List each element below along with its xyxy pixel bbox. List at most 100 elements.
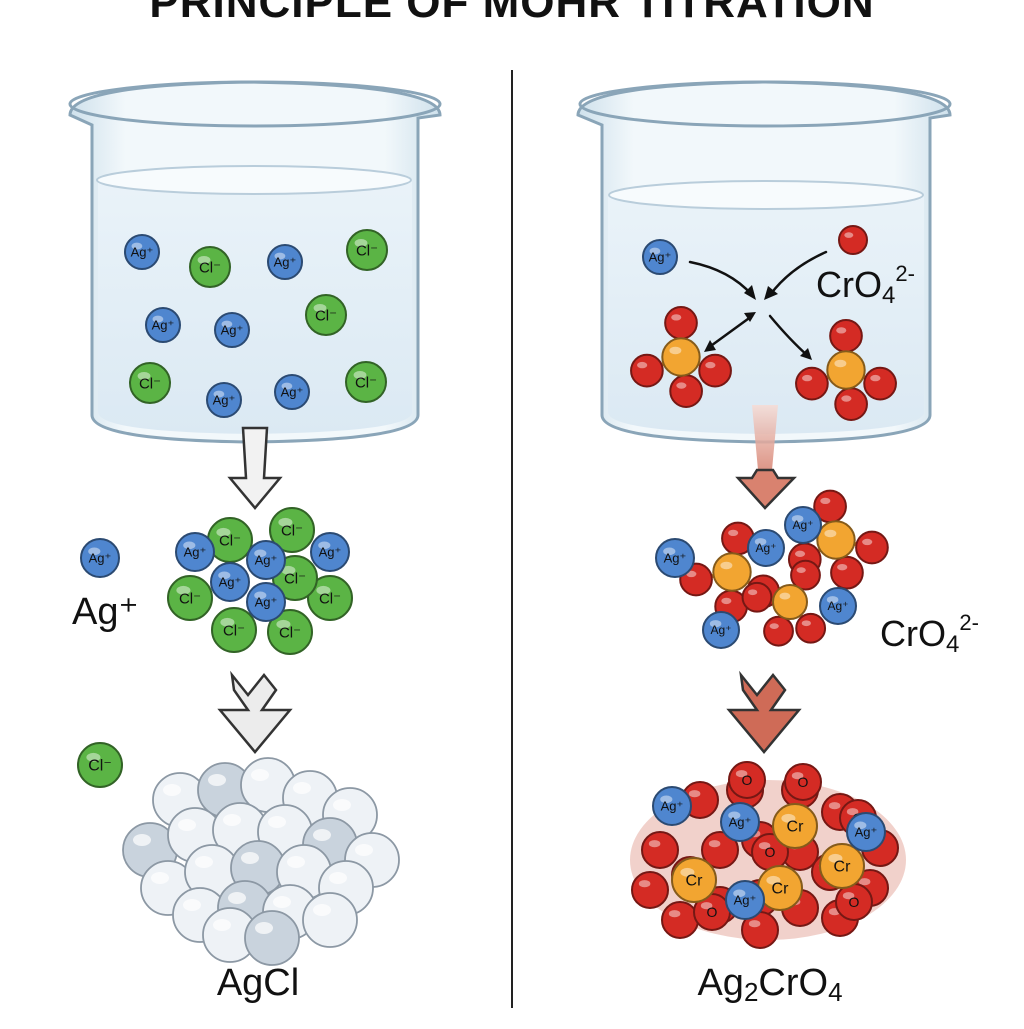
silver-ion: Ag⁺	[702, 611, 740, 649]
left-arrow-2	[217, 670, 293, 754]
oxygen-atom	[838, 225, 868, 255]
silver-ion-label: Ag⁺	[792, 518, 813, 532]
silver-ion-label: Ag⁺	[734, 893, 757, 908]
silver-ion-label: Ag⁺	[827, 599, 848, 613]
chloride-ion-label: Cl⁻	[179, 590, 201, 607]
oxygen-atom	[830, 555, 864, 590]
silver-ion-label: Ag⁺	[755, 541, 776, 555]
silver-ion-label: Ag⁺	[184, 545, 207, 560]
oxygen-atom-label: O	[849, 894, 860, 910]
oxygen-atom	[763, 615, 794, 647]
chromium-atom: Cr	[772, 803, 818, 849]
silver-ion-label: Ag⁺	[710, 623, 731, 637]
silver-ion: Ag⁺	[819, 587, 857, 625]
silver-chromate-cluster: Ag⁺ Ag⁺ Ag⁺ Ag⁺ Ag⁺	[655, 489, 889, 649]
oxygen-atom-label: O	[742, 772, 753, 788]
silver-ion-label: Ag⁺	[213, 393, 236, 408]
chromium-atom	[826, 350, 866, 390]
chloride-ion: Cl⁻	[305, 294, 347, 336]
silver-ion: Ag⁺	[310, 532, 350, 572]
chromium-atom	[712, 552, 752, 592]
silver-ion: Ag⁺	[747, 529, 785, 567]
right-arrow-1	[735, 468, 797, 510]
silver-ion-label: Ag⁺	[661, 799, 684, 814]
oxygen-atom	[855, 530, 889, 565]
reaction-arrows	[688, 250, 828, 358]
oxygen-atom	[863, 366, 897, 401]
silver-ion: Ag⁺	[720, 802, 760, 842]
chloride-ion-label: Cl⁻	[281, 522, 303, 539]
silver-ion: Ag⁺	[267, 244, 303, 280]
ag2cro4-label: Ag2CrO4	[697, 962, 842, 1007]
agcl-particle	[184, 844, 240, 900]
chromium-atom: Cr	[671, 857, 717, 903]
silver-ion: Ag⁺	[784, 506, 822, 544]
beaker-chromate-label: CrO42-	[816, 261, 915, 309]
chromate-groups	[630, 225, 897, 421]
silver-ion-label: Ag⁺	[729, 815, 752, 830]
silver-ion: Ag⁺	[175, 532, 215, 572]
silver-ion-label: Ag⁺	[131, 245, 154, 260]
oxygen-atom	[630, 353, 664, 388]
silver-ion-label: Ag⁺	[319, 545, 342, 560]
chloride-ion-label: Cl⁻	[199, 259, 221, 276]
arrowhead-from-chromate	[764, 286, 778, 300]
chloride-ion-label: Cl⁻	[139, 375, 161, 392]
flow-arrows	[217, 426, 802, 754]
arrow-from-chromate	[768, 250, 828, 297]
chloride-ion-label: Cl⁻	[219, 532, 241, 549]
oxygen-atom	[741, 581, 773, 613]
agcl-label: AgCl	[217, 962, 299, 1004]
oxygen-atom	[795, 366, 829, 401]
agcl-precipitate	[122, 757, 400, 966]
ion-spheres: Ag⁺Cl⁻Ag⁺Cl⁻Ag⁺Ag⁺Cl⁻Cl⁻Ag⁺Ag⁺Cl⁻Ag⁺Cl⁻C…	[77, 229, 889, 788]
oxygen-atom	[698, 353, 732, 388]
silver-ion-label: Ag⁺	[152, 318, 175, 333]
oxygen-atom	[829, 319, 863, 353]
chloride-ion: Cl⁻	[129, 362, 171, 404]
oxygen-atom	[669, 374, 703, 408]
chloride-ion-label: Cl⁻	[319, 590, 341, 607]
silver-ion-label: Ag⁺	[664, 551, 687, 566]
silver-ion: Ag⁺	[642, 239, 678, 275]
silver-ion: Ag⁺	[846, 812, 886, 852]
oxygen-atom	[795, 612, 827, 644]
right-arrow-2	[726, 670, 802, 754]
chloride-ion: Cl⁻	[346, 229, 388, 271]
diagram-title: PRINCIPLE OF MOHR TITRATION	[149, 0, 875, 27]
oxygen-atom-label: O	[798, 774, 809, 790]
silver-ion: Ag⁺	[246, 540, 286, 580]
chromate-ion	[795, 319, 897, 421]
oxygen-atom: O	[835, 883, 873, 921]
silver-ion-label: Ag⁺	[221, 323, 244, 338]
silver-ion: Ag⁺	[80, 538, 120, 578]
silver-ion: Ag⁺	[145, 307, 181, 343]
chloride-ion: Cl⁻	[77, 742, 123, 788]
oxygen-atom	[664, 306, 698, 340]
silver-ion-label: Ag⁺	[855, 825, 878, 840]
oxygen-atom	[701, 831, 739, 869]
oxygen-atom	[790, 559, 821, 591]
silver-ion-label: Ag⁺	[255, 553, 278, 568]
chromium-atom-label: Cr	[686, 873, 704, 890]
chromium-atom: Cr	[819, 843, 865, 889]
oxygen-atom: O	[784, 763, 822, 801]
left-arrow-1	[227, 426, 283, 510]
silver-ion-label: Ag⁺	[255, 595, 278, 610]
oxygen-atom	[641, 831, 679, 869]
chloride-ion-label: Cl⁻	[284, 570, 306, 587]
silver-ion-label: Ag⁺	[274, 255, 297, 270]
silver-ion: Ag⁺	[274, 374, 310, 410]
oxygen-atom	[631, 871, 669, 909]
precipitate-stream	[752, 405, 778, 470]
oxygen-atom	[661, 901, 699, 939]
chromium-atom-label: Cr	[834, 859, 852, 876]
oxygen-atom: O	[728, 761, 766, 799]
ag2cro4-precipitate: OOOOOOCrCrCrCrAg⁺Ag⁺Ag⁺Ag⁺	[630, 761, 906, 949]
chloride-ion-label: Cl⁻	[279, 624, 301, 641]
oxygen-atom	[834, 387, 868, 421]
silver-ion: Ag⁺	[652, 786, 692, 826]
chloride-ion-label: Cl⁻	[356, 242, 378, 259]
